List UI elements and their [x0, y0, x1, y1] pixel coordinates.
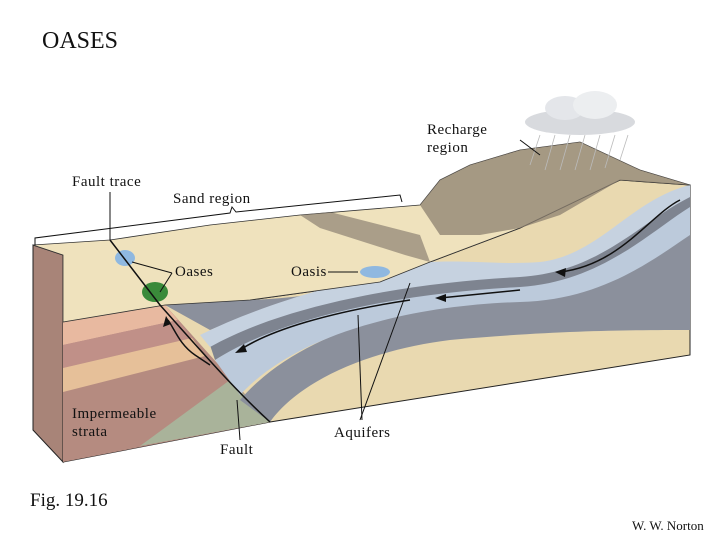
rain-cloud-icon [525, 91, 635, 171]
aquifer-upper [200, 185, 690, 347]
recharge-mountains [420, 142, 690, 235]
label-fault: Fault [220, 442, 254, 458]
slide-title: OASES [42, 28, 119, 54]
label-oases: Oases [175, 264, 214, 280]
label-oasis: Oasis [291, 264, 327, 280]
label-region: region [427, 140, 469, 156]
leader-lines [34, 139, 541, 441]
label-impermeable: Impermeable [72, 406, 157, 422]
credit: W. W. Norton [632, 518, 704, 533]
ridge [300, 212, 430, 262]
figure-label: Fig. 19.16 [30, 490, 108, 511]
block-left-side [32, 244, 64, 464]
fault-line [109, 239, 271, 423]
stratum-tan [63, 338, 205, 392]
fault-zone [140, 380, 270, 446]
oasis-vegetation [142, 282, 168, 302]
aquifer-lower [215, 205, 690, 395]
oasis-pond-left [115, 250, 135, 266]
label-recharge: Recharge [427, 122, 488, 138]
label-fault-trace: Fault trace [72, 174, 142, 190]
label-strata: strata [72, 424, 108, 440]
oasis-pond-right [360, 266, 390, 278]
arrowheads [163, 268, 566, 353]
stratum-brown [63, 320, 192, 368]
label-aquifers: Aquifers [334, 425, 391, 441]
label-sand-region: Sand region [173, 191, 251, 207]
lower-shale-band [240, 230, 690, 422]
stratum-pink [63, 305, 178, 345]
